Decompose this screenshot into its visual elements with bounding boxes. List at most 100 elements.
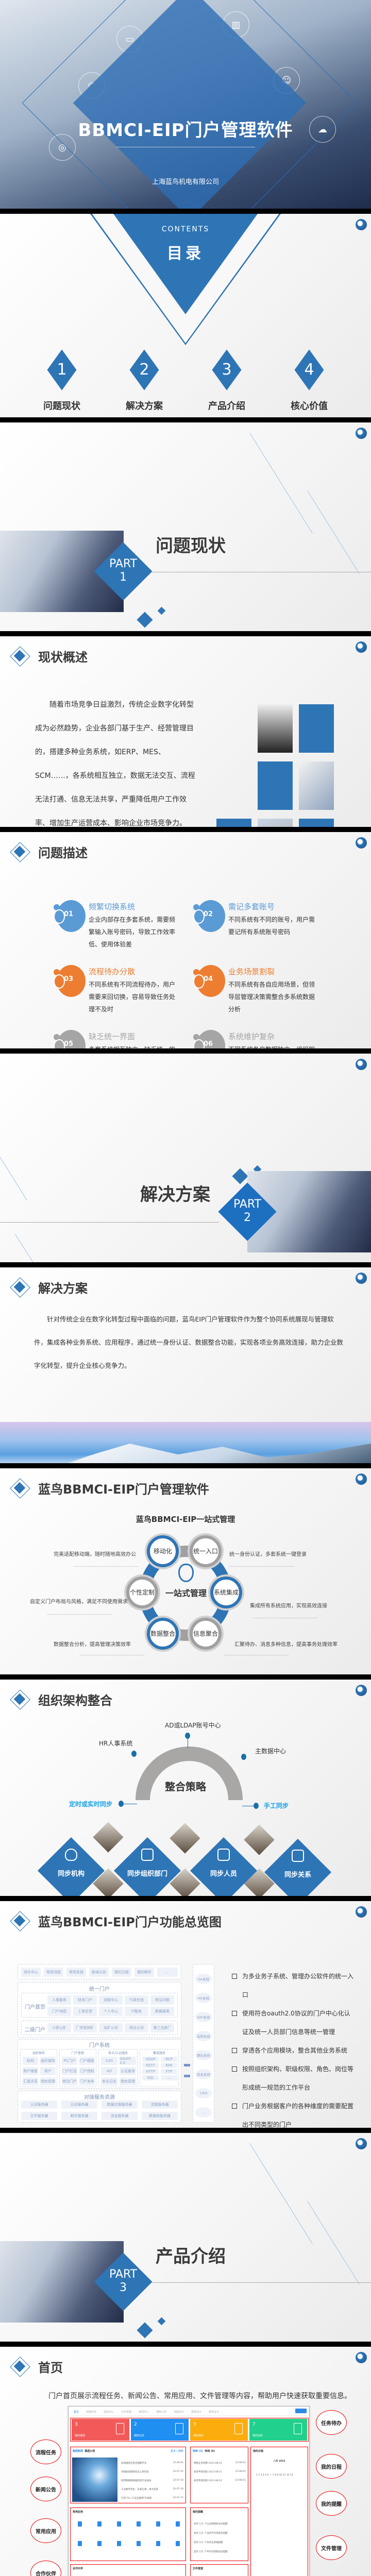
mountain-banner-image — [0, 1422, 371, 1463]
logo-icon — [356, 2352, 367, 2363]
callout-partners: 合作伙伴 — [30, 2561, 61, 2576]
node-info-aggregation: 信息聚合 — [190, 1618, 222, 1650]
app-icon — [97, 2541, 102, 2546]
checklist-icon — [175, 2423, 183, 2434]
callout-reminders: 我的提醒 — [316, 2491, 347, 2516]
app-icon — [78, 2521, 82, 2527]
partners-panel: 合作伙伴 — [70, 2564, 186, 2576]
section-title: 问题描述 — [38, 845, 88, 860]
node-unified-entry: 统一入口 — [190, 1535, 222, 1567]
portal-system-box: 门户系统 组织架构 机构组织架构 用户维度用户 汇报关系授权管理 门户管理 PC… — [18, 2039, 181, 2089]
onestop-subtitle: 蓝鸟BBMCI-EIP一站式管理 — [136, 1515, 235, 1524]
files-panel: 文件管理 印章管理制度.pdf — [190, 2564, 248, 2576]
logo-icon — [356, 837, 367, 849]
node-data-integration: 数据整合 — [147, 1618, 179, 1650]
node-mobile: 移动化 — [147, 1535, 179, 1567]
logo-icon — [356, 1685, 367, 1696]
app-icon — [137, 2541, 141, 2546]
home-description: 门户首页展示流程任务、新闻公告、常用应用、文件管理等内容，帮助用户快速获取重要信… — [48, 2392, 351, 2400]
arrow-right-icon — [184, 2075, 190, 2077]
section-title: 解决方案 — [38, 1281, 88, 1296]
app-icon — [137, 2521, 141, 2527]
node-system-integration: 系统集成 — [210, 1577, 242, 1608]
sync-item: 同步机构 — [57, 1870, 85, 1878]
section-diamond-icon — [10, 1479, 29, 1497]
integration-center-label: 整合策略 — [165, 1781, 206, 1793]
overview-slide: 现状概述 随着市场竞争日益激烈，传统企业数字化转型成为必然趋势，企业各部门基于生… — [0, 636, 371, 827]
person-laptop-photo — [258, 819, 293, 827]
sync-item: 同步人员 — [210, 1870, 237, 1878]
contents-triangle — [113, 214, 258, 314]
globe-icon: ◎ — [49, 134, 76, 161]
cloud-icon: ☁ — [309, 116, 336, 143]
logo-icon — [356, 1906, 367, 1918]
onestop-slide: 蓝鸟BBMCI-EIP门户管理软件 蓝鸟BBMCI-EIP一站式管理 一站式管理… — [0, 1468, 371, 1674]
part-title: 解决方案 — [140, 1184, 210, 1205]
home-slide: 首页 门户首页展示流程任务、新闻公告、常用应用、文件管理等内容，帮助用户快速获取… — [0, 2347, 371, 2576]
section-title: 蓝鸟BBMCI-EIP门户功能总览图 — [38, 1914, 222, 1929]
callout-apps: 常用应用 — [30, 2518, 61, 2543]
top-chip-row: 待办中心 常用流程 常用系统 新闻公告 我的日程 我的邮件 … — [18, 1964, 181, 1979]
logo-icon — [356, 1059, 367, 1070]
apps-panel: 常用应用 — [70, 2507, 186, 2561]
app-icon — [176, 2521, 180, 2527]
app-icon — [156, 2521, 160, 2527]
logo-icon — [356, 2138, 367, 2149]
feature-overview-slide: 蓝鸟BBMCI-EIP门户功能总览图 待办中心 常用流程 常用系统 新闻公告 我… — [0, 1901, 371, 2128]
problems-slide: 问题描述 01 频繁切换系统 企业内部存在多套系统，需要频繁输入账号密码，导致工… — [0, 832, 371, 1048]
app-icon — [117, 2541, 121, 2546]
callout-schedule: 我的日程 — [316, 2454, 347, 2479]
section-diamond-icon — [10, 842, 29, 861]
sync-item: 同步关系 — [284, 1871, 311, 1879]
section-diamond-icon — [10, 647, 29, 665]
app-icon — [117, 2521, 121, 2527]
todo-list-icon — [234, 2423, 243, 2434]
cover-title: BBMCI-EIP门户管理软件 — [78, 120, 293, 141]
sync-item: 同步组织部门 — [127, 1870, 167, 1878]
reminders-panel: 我的提醒 您有 121 个已过期销售合同提醒 您有 121 个当前节点审批的提醒… — [190, 2507, 248, 2561]
contents-label-cn: 目录 — [167, 245, 204, 263]
solution-text: 针对传统企业在数字化转型过程中面临的问题，蓝鸟EIP门户管理软件作为整个协同系统… — [34, 1315, 344, 1369]
heart-icon — [65, 1849, 77, 1861]
section-diamond-icon — [10, 1911, 29, 1930]
contents-label-en: CONTENTS — [161, 225, 210, 233]
solution-slide: 解决方案 针对传统企业在数字化转型过程中面临的问题，蓝鸟EIP门户管理软件作为整… — [0, 1267, 371, 1463]
portal-nav: 首页流程任务消息中心文件管理新闻中心通知公告流程设计报表设计表单设计 — [71, 2409, 307, 2416]
org-integration-slide: 组织架构整合 整合策略 HR人事系统 AD或LDAP账号中心 主数据中心 定时或… — [0, 1680, 371, 1896]
chat-icon — [217, 1849, 230, 1861]
callout-process-tasks: 流程任务 — [30, 2439, 61, 2464]
feature-bullet-list: 为多业务子系统、管理办公软件的统一入口 使用符合oauth2.0协议的门户中心化… — [231, 1967, 355, 2128]
cover-slide: ▭ ▥ ◠ ☺ ☁ ◎ ▲ ☗ BBMCI-EIP门户管理软件 上海蓝鸟机电有限… — [0, 0, 371, 209]
calendar-panel: 我的日程 八月 2023 1 2 3 4 5 6 — 7 8 9 10 11 1… — [250, 2447, 308, 2576]
document-eye-icon — [116, 2423, 124, 2434]
more-button[interactable] — [295, 2409, 307, 2413]
logo-icon — [356, 219, 367, 230]
news-image — [72, 2458, 117, 2502]
company-name: 上海蓝鸟机电有限公司 — [151, 178, 219, 186]
chat-icon — [292, 1850, 304, 1862]
logo-icon — [356, 1473, 367, 1485]
section-diamond-icon — [10, 2357, 29, 2376]
message-icon — [294, 2423, 302, 2434]
app-icon — [176, 2541, 180, 2546]
callout-news: 新闻公告 — [30, 2477, 61, 2501]
section-title: 首页 — [38, 2360, 63, 2375]
laptop-photo — [299, 761, 334, 810]
overview-text: 随着市场竞争日益激烈，传统企业数字化转型成为必然趋势，企业各部门基于生产、经营管… — [35, 701, 195, 827]
